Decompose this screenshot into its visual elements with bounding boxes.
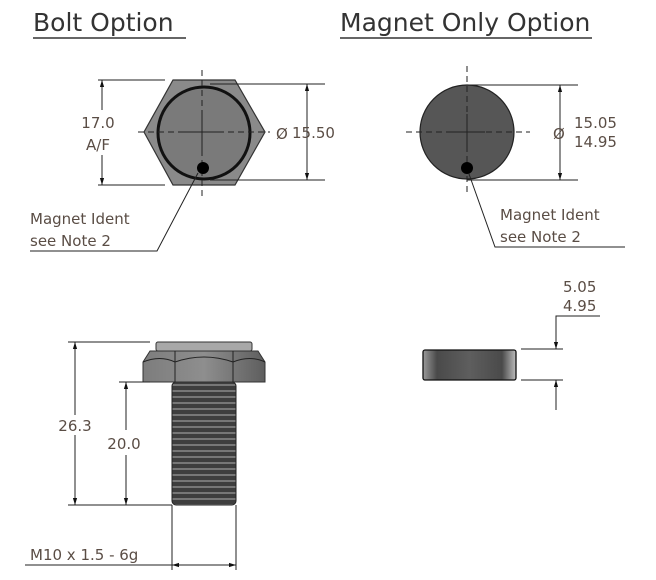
thread-spec: M10 x 1.5 - 6g xyxy=(30,546,138,564)
thickness-max: 5.05 xyxy=(563,278,596,296)
see-note-label: see Note 2 xyxy=(30,232,111,250)
flange xyxy=(155,341,253,352)
diameter-min: 14.95 xyxy=(574,133,617,151)
magnet-top-view: Ø 15.05 14.95 Magnet Ident see Note 2 xyxy=(406,66,625,248)
diameter-symbol: Ø xyxy=(553,125,565,143)
thread-length: 20.0 xyxy=(107,435,140,453)
bolt-option-title: Bolt Option xyxy=(33,8,174,37)
af-value: 17.0 xyxy=(81,114,114,132)
magnet-ident-dot xyxy=(461,162,473,174)
hex-head-side xyxy=(142,350,266,383)
bolt-side-view: 26.3 20.0 M10 x 1.5 - 6g xyxy=(25,341,266,570)
magnet-disc-side xyxy=(422,349,517,381)
diameter-symbol: Ø xyxy=(276,125,288,143)
af-label: A/F xyxy=(86,136,110,154)
magnet-option-title: Magnet Only Option xyxy=(340,8,590,37)
magnet-ident-dot xyxy=(197,162,209,174)
overall-length: 26.3 xyxy=(58,417,91,435)
threaded-shank xyxy=(171,381,237,506)
bolt-top-view: 17.0 A/F Ø 15.50 Magnet Ident see Note 2 xyxy=(30,70,335,252)
see-note-label: see Note 2 xyxy=(500,228,581,246)
magnet-side-view: 5.05 4.95 xyxy=(422,278,600,410)
magnet-ident-label: Magnet Ident xyxy=(500,206,600,224)
diameter-max: 15.05 xyxy=(574,114,617,132)
magnet-ident-label: Magnet Ident xyxy=(30,210,130,228)
magnet-face xyxy=(156,85,252,181)
bolt-diameter: 15.50 xyxy=(292,124,335,142)
thickness-min: 4.95 xyxy=(563,297,596,315)
